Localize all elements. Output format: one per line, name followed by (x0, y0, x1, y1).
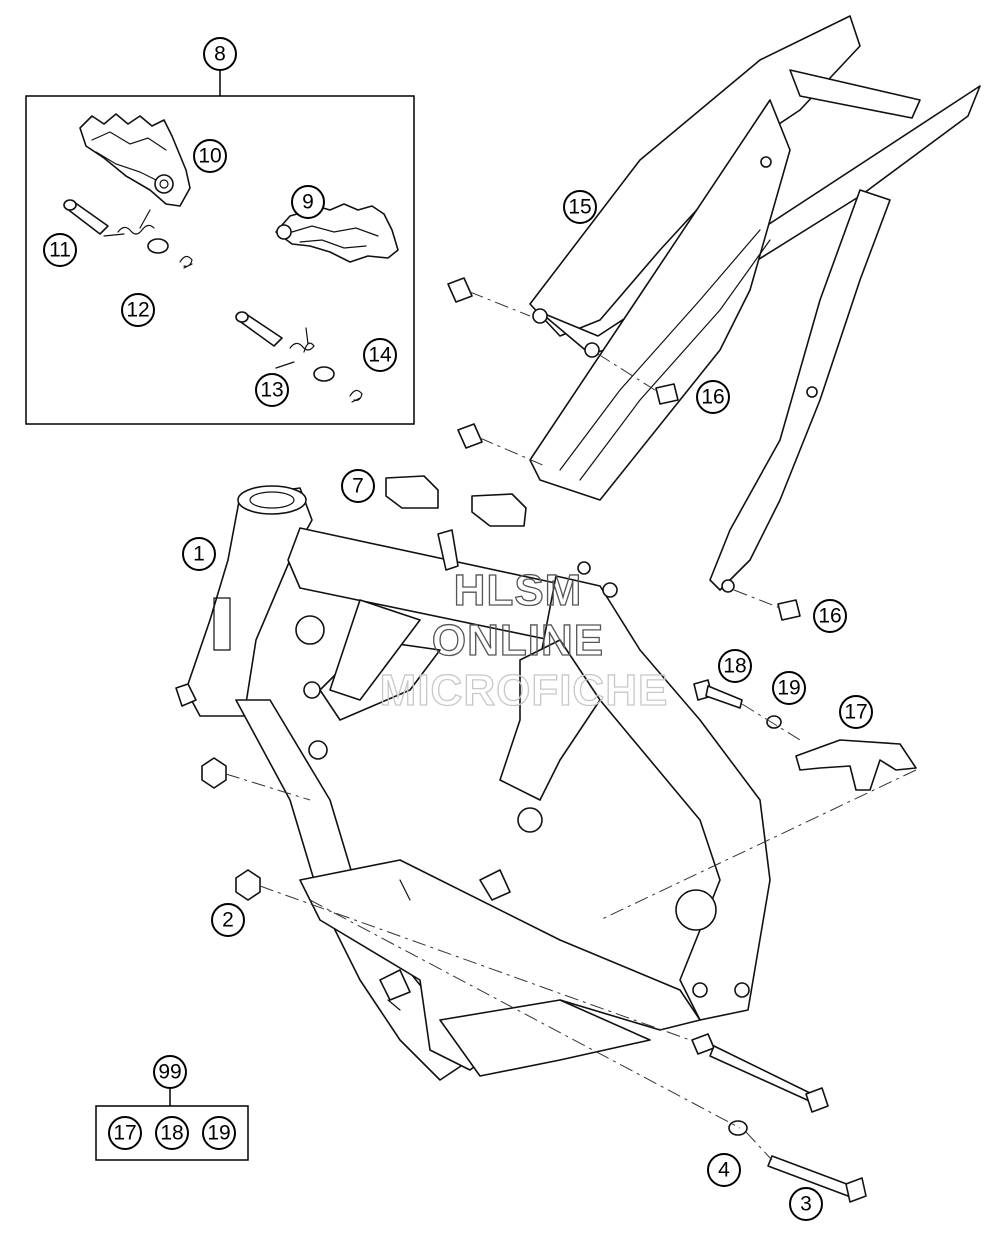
frame-hardware-drawing (201, 757, 867, 1203)
callout-2: 2 (211, 903, 245, 937)
watermark-line-1: HLSM (454, 566, 583, 615)
callout-label: 10 (198, 145, 221, 168)
footpeg-kit-box (25, 70, 415, 425)
callout-label: 7 (352, 475, 364, 498)
callout-label: 13 (260, 379, 283, 402)
callout-label: 3 (800, 1193, 812, 1216)
callout-4: 4 (707, 1153, 741, 1187)
callout-label: 11 (49, 239, 71, 262)
footpeg-left-drawing (79, 113, 191, 207)
kit-99-box (95, 1086, 249, 1161)
main-frame-drawing (175, 485, 771, 1081)
callout-label: 19 (777, 677, 800, 700)
callout-label: 15 (568, 196, 591, 219)
callout-7: 7 (341, 469, 375, 503)
callout-label: 99 (158, 1061, 181, 1084)
callout-10: 10 (193, 139, 227, 173)
watermark-line-2: ONLINE (432, 616, 604, 665)
callout-label: 18 (160, 1122, 183, 1145)
callout-label: 18 (723, 655, 746, 678)
callout-99-18: 18 (155, 1116, 189, 1150)
callout-label: 12 (126, 299, 149, 322)
callout-16-lower: 16 (813, 599, 847, 633)
callout-8: 8 (203, 37, 237, 71)
footpeg-hardware-drawing (63, 199, 363, 403)
callout-99: 99 (153, 1055, 187, 1089)
callout-1: 1 (182, 537, 216, 571)
callout-label: 2 (222, 909, 234, 932)
callout-17: 17 (839, 695, 873, 729)
callout-label: 19 (207, 1122, 230, 1145)
callout-label: 9 (302, 191, 314, 214)
callout-99-19: 19 (202, 1116, 236, 1150)
callout-15: 15 (563, 190, 597, 224)
callout-label: 17 (113, 1122, 136, 1145)
callout-13: 13 (255, 373, 289, 407)
callout-label: 16 (818, 605, 841, 628)
watermark-line-3: MICROFICHE (380, 666, 669, 715)
callout-16-upper: 16 (696, 380, 730, 414)
callout-9: 9 (291, 185, 325, 219)
callout-99-17: 17 (108, 1116, 142, 1150)
frame-guard-drawing (385, 475, 527, 527)
callout-12: 12 (121, 293, 155, 327)
callout-label: 14 (368, 344, 392, 367)
chain-guide-drawing (599, 679, 917, 921)
watermark: HLSM ONLINE MICROFICHE (379, 565, 669, 715)
callout-label: 16 (701, 386, 724, 409)
callout-label: 1 (193, 543, 205, 566)
callout-11: 11 (43, 233, 77, 267)
callout-18: 18 (718, 649, 752, 683)
callout-19: 19 (772, 671, 806, 705)
callout-label: 8 (214, 43, 226, 66)
callout-14: 14 (363, 338, 397, 372)
callout-3: 3 (789, 1187, 823, 1221)
callout-label: 17 (844, 701, 867, 724)
callout-label: 4 (718, 1159, 730, 1182)
subframe-drawing (447, 15, 981, 621)
footpeg-right-drawing (275, 203, 399, 263)
